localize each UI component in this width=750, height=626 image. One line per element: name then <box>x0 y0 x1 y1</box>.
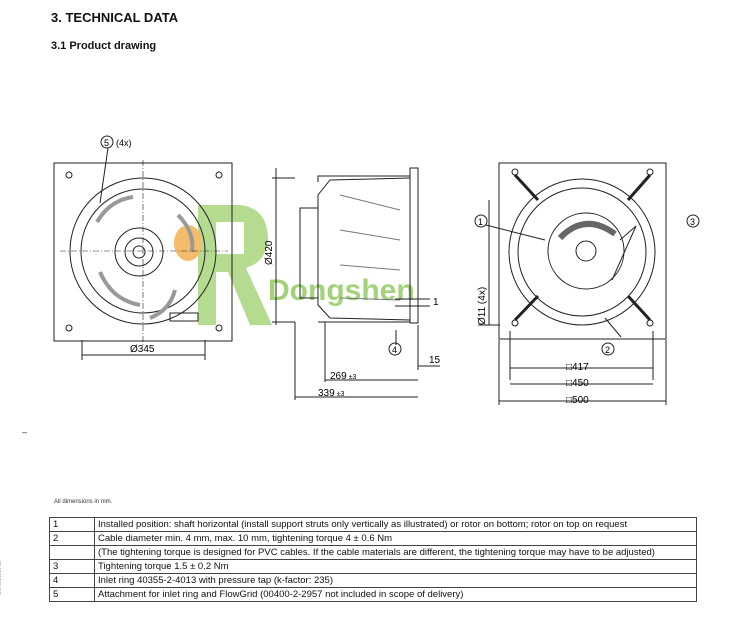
table-row: 5 Attachment for inlet ring and FlowGrid… <box>49 587 697 602</box>
watermark-text: Dongshen <box>268 274 415 307</box>
table-row: 3 Tightening torque 1.5 ± 0.2 Nm <box>49 559 697 574</box>
side-dim-1: 1 <box>433 297 439 308</box>
note-text: Inlet ring 40355-2-4013 with pressure ta… <box>94 573 697 588</box>
rear-callout-1: 1 <box>478 217 483 227</box>
side-margin-text: structions <box>0 560 3 595</box>
side-dim-339: 339±3 <box>318 388 345 399</box>
rear-callout-2: 2 <box>605 345 610 355</box>
product-drawing: Dongshen 5 (4x) Ø345 <box>53 135 700 406</box>
note-text: (The tightening torque is designed for P… <box>94 545 697 560</box>
side-hole-label: Ø11 (4x) <box>477 287 488 325</box>
note-text: Cable diameter min. 4 mm, max. 10 mm, ti… <box>94 531 697 546</box>
note-number: 1 <box>49 517 95 532</box>
front-callout-5-qty: (4x) <box>116 138 132 148</box>
subsection-title: 3.1 Product drawing <box>51 40 157 52</box>
note-number: 5 <box>49 587 95 602</box>
left-margin-mark: – <box>22 427 28 437</box>
notes-table: 1 Installed position: shaft horizontal (… <box>49 517 697 602</box>
note-text: Attachment for inlet ring and FlowGrid (… <box>94 587 697 602</box>
front-view <box>53 135 233 360</box>
dimensions-footnote: All dimensions in mm. <box>54 499 113 505</box>
front-callout-5: 5 <box>104 138 109 148</box>
rear-callout-3: 3 <box>690 217 695 227</box>
note-number: 2 <box>49 531 95 546</box>
note-text: Installed position: shaft horizontal (in… <box>94 517 697 532</box>
rear-dim-500: □500 <box>566 395 589 406</box>
side-view <box>272 167 500 400</box>
table-row: 2 Cable diameter min. 4 mm, max. 10 mm, … <box>49 531 697 546</box>
watermark-logo <box>174 205 272 325</box>
note-number: 3 <box>49 559 95 574</box>
table-row: (The tightening torque is designed for P… <box>49 545 697 560</box>
side-dim-15: 15 <box>429 355 441 366</box>
rear-dim-450: □450 <box>566 378 589 389</box>
rear-dim-417: □417 <box>566 362 589 373</box>
side-callout-4: 4 <box>392 345 397 355</box>
rear-view <box>474 162 700 405</box>
side-dim-height: Ø420 <box>264 240 275 265</box>
table-row: 1 Installed position: shaft horizontal (… <box>49 517 697 532</box>
front-diameter-label: Ø345 <box>130 344 155 355</box>
side-dim-269: 269±3 <box>330 371 357 382</box>
note-number <box>49 545 95 560</box>
note-text: Tightening torque 1.5 ± 0.2 Nm <box>94 559 697 574</box>
section-title: 3. TECHNICAL DATA <box>51 10 179 25</box>
note-number: 4 <box>49 573 95 588</box>
table-row: 4 Inlet ring 40355-2-4013 with pressure … <box>49 573 697 588</box>
